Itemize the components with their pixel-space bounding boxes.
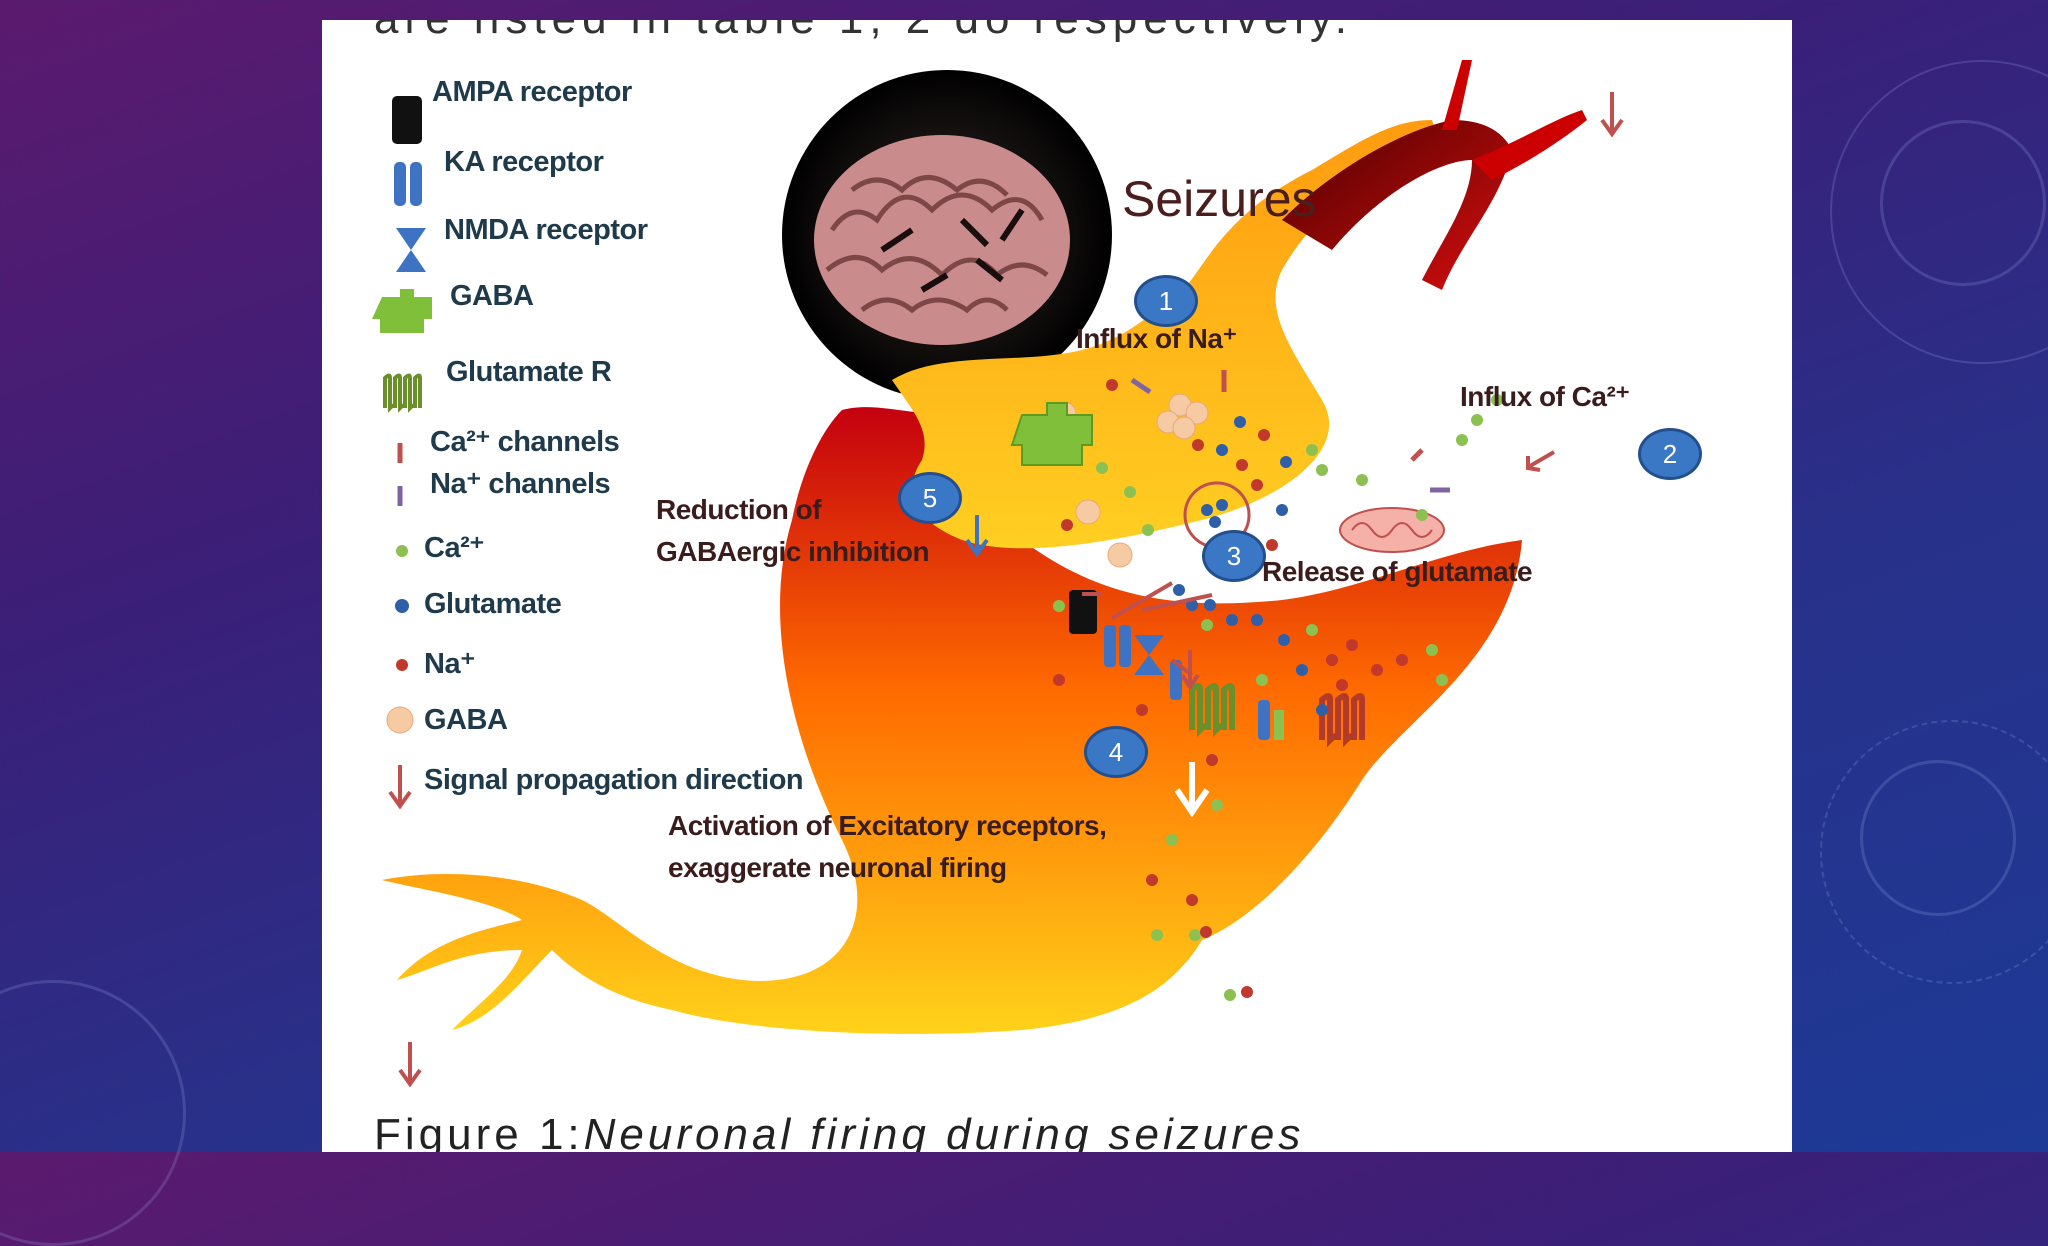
ca-channel xyxy=(1412,450,1422,460)
ka-receptor-icon xyxy=(394,162,422,206)
brain-image xyxy=(782,70,1112,400)
ampa-receptor xyxy=(1069,590,1097,634)
legend-item-ampa: AMPA receptor xyxy=(420,76,632,109)
ca-channel xyxy=(1274,710,1284,740)
signal-arrow-icon xyxy=(390,765,410,806)
caption-title: Neuronal firing during seizures xyxy=(584,1110,1305,1152)
step-2-badge: 2 xyxy=(1638,428,1702,480)
legend-item-na-ion: Na⁺ xyxy=(412,646,475,681)
legend-label: Ca²⁺ channels xyxy=(430,424,619,459)
neuron-diagram xyxy=(322,20,1792,1152)
slide: are listed in table 1, 2 do respectively… xyxy=(322,20,1792,1152)
ampa-receptor-icon xyxy=(392,96,422,144)
legend-label: GABA xyxy=(424,704,507,737)
background-ring xyxy=(1880,120,2046,286)
legend-label: Na⁺ xyxy=(424,646,475,681)
legend-label: KA receptor xyxy=(444,146,603,179)
legend-label: Glutamate xyxy=(424,588,561,621)
diagram-title: Seizures xyxy=(1122,170,1317,228)
na-ion-icon xyxy=(396,659,408,671)
background-ring xyxy=(0,980,186,1246)
background-ring xyxy=(1860,760,2016,916)
ca-ion-icon xyxy=(396,545,408,557)
legend-item-glutamate: Glutamate xyxy=(412,588,561,621)
legend-item-ca-channels: Ca²⁺ channels xyxy=(418,424,619,459)
step-2-label: Influx of Ca²⁺ xyxy=(1460,380,1630,413)
legend-item-nmda: NMDA receptor xyxy=(432,214,648,247)
glutamate-r-icon xyxy=(385,376,420,409)
step-5-label-line1: Reduction of xyxy=(656,494,821,526)
legend-label: Signal propagation direction xyxy=(424,764,803,797)
step-1-label: Influx of Na⁺ xyxy=(1076,322,1237,355)
legend-label: Glutamate R xyxy=(446,356,611,389)
legend-item-ca-ion: Ca²⁺ xyxy=(412,530,484,565)
legend-item-gaba-receptor: GABA xyxy=(438,280,533,313)
step-5-badge: 5 xyxy=(898,472,962,524)
caption-prefix: Figure 1: xyxy=(374,1110,584,1152)
step-5-label-line2: GABAergic inhibition xyxy=(656,536,929,568)
legend-item-gaba: GABA xyxy=(412,704,507,737)
step-4-badge: 4 xyxy=(1084,726,1148,778)
legend-label: Na⁺ channels xyxy=(430,466,610,501)
glutamate-icon xyxy=(395,599,409,613)
step-1-badge: 1 xyxy=(1134,275,1198,327)
step-4-label-line1: Activation of Excitatory receptors, xyxy=(668,810,1106,842)
legend-item-signal-propagation: Signal propagation direction xyxy=(412,764,803,797)
gaba-receptor-icon xyxy=(372,289,432,333)
axon-branch xyxy=(1442,60,1472,130)
nmda-receptor-icon xyxy=(396,228,426,272)
step-4-label-line2: exaggerate neuronal firing xyxy=(668,852,1007,884)
legend-item-na-channels: Na⁺ channels xyxy=(418,466,610,501)
step-3-badge: 3 xyxy=(1202,530,1266,582)
legend-item-glutamate-r: Glutamate R xyxy=(434,356,611,389)
legend-label: Ca²⁺ xyxy=(424,530,484,565)
step-3-label: Release of glutamate xyxy=(1262,556,1532,588)
gaba-molecule-icon xyxy=(387,707,413,733)
legend-item-ka: KA receptor xyxy=(432,146,603,179)
figure-caption: Figure 1:Neuronal firing during seizures xyxy=(374,1110,1304,1152)
legend-label: NMDA receptor xyxy=(444,214,648,247)
legend-label: AMPA receptor xyxy=(432,76,632,109)
legend-label: GABA xyxy=(450,280,533,313)
